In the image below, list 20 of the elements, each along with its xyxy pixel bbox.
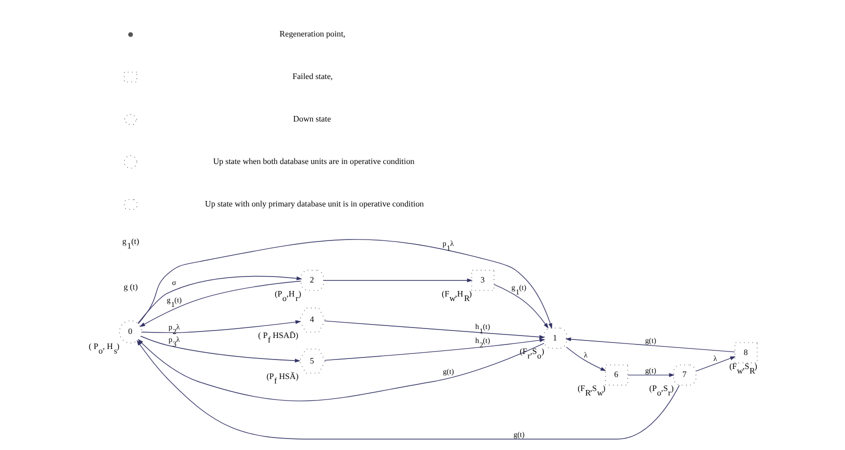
edge-label: g(t) (442, 367, 454, 376)
arrow (493, 284, 548, 329)
arrow (140, 336, 300, 363)
edge-label: λ (712, 354, 717, 363)
arrow (137, 339, 544, 402)
arrow (136, 340, 680, 440)
arrow (138, 239, 552, 329)
edge-label: g(t) (513, 430, 524, 439)
edge-label: σ (171, 278, 176, 288)
edge-label: g(t) (644, 366, 656, 375)
arrow (564, 337, 735, 352)
arrow (140, 320, 301, 334)
arrow (627, 373, 674, 377)
edge-label: g(t) (644, 336, 656, 345)
arrow (695, 356, 736, 372)
arrow (324, 320, 544, 339)
edge-label: λ (583, 350, 588, 360)
arrow (566, 346, 606, 372)
arrow (324, 338, 545, 361)
arrow (322, 278, 472, 282)
